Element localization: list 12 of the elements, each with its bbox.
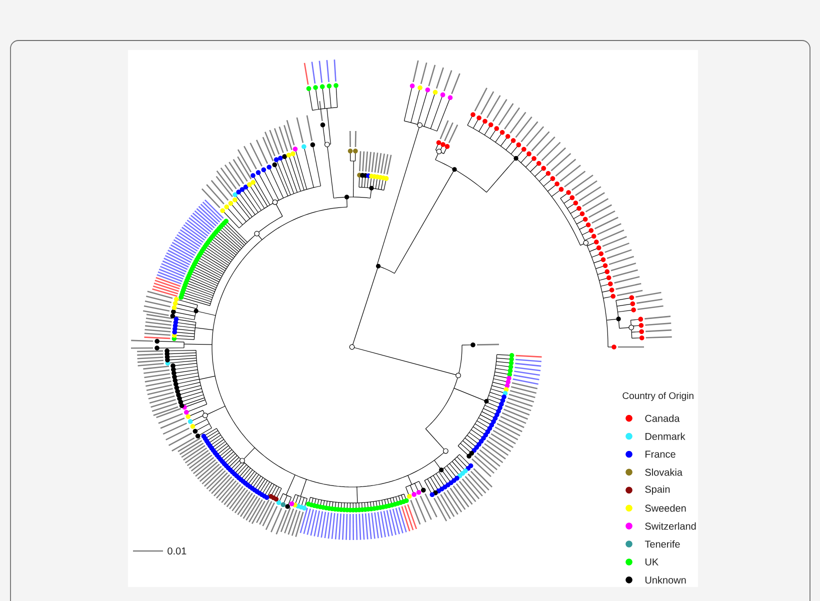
legend-title: Country of Origin bbox=[622, 392, 694, 401]
legend-label: Sweeden bbox=[645, 504, 686, 512]
legend-label: Switzerland bbox=[645, 522, 696, 530]
legend-label: Unknown bbox=[645, 576, 686, 584]
legend-label: France bbox=[646, 450, 676, 458]
legend-label: Slovakia bbox=[645, 468, 682, 476]
legend-label: UK bbox=[645, 558, 658, 566]
legend-label: Canada bbox=[645, 414, 680, 422]
scale-label: 0.01 bbox=[168, 547, 186, 555]
legend-label: Spain bbox=[645, 485, 670, 495]
legend-label: Tenerife bbox=[644, 540, 680, 548]
legend-label: Denmark bbox=[646, 432, 686, 440]
